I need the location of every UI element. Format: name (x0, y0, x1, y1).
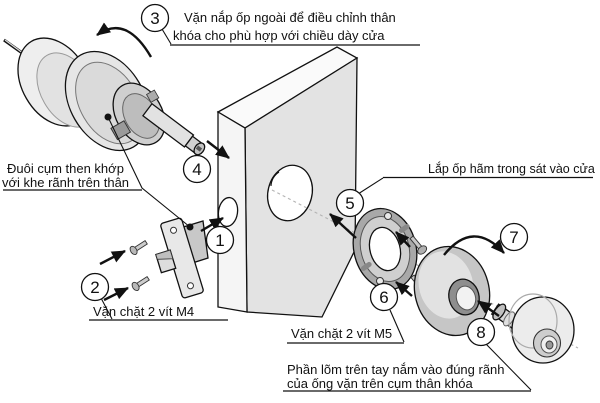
leader-latch-tail (3, 113, 194, 231)
lock-body-tab (145, 89, 160, 103)
screw-m5-top (409, 235, 428, 255)
step-badge-7: 7 (499, 222, 529, 252)
arrow-screw-m5-bottom (395, 281, 413, 297)
leader-step2 (89, 297, 228, 321)
spindle-shaft (142, 102, 206, 156)
retainer-screw-hole-top (384, 212, 392, 220)
inner-knob-band (508, 293, 558, 349)
step-badge-4: 4 (182, 154, 212, 184)
step6-label: Vặn chặt 2 vít M5 (291, 326, 392, 341)
step-badge-5: 5 (335, 188, 365, 218)
step-badge-6: 6 (369, 282, 399, 312)
step3-label-line2: khóa cho phù hợp với chiều dày cửa (173, 28, 385, 43)
step-badge-7-number: 7 (509, 228, 518, 247)
rotation-arrow-inner-icon (443, 235, 505, 256)
faceplate-screw-hole-bottom (186, 282, 194, 290)
step-badge-2: 2 (80, 272, 110, 302)
retainer-slot-right (398, 223, 410, 233)
cross-bore-hole (266, 164, 314, 222)
step-badge-8: 8 (466, 317, 496, 347)
step-badge-3: 3 (140, 3, 170, 33)
leader-step8 (283, 343, 532, 392)
inner-retainer-plate (352, 207, 418, 291)
step2-label: Vặn chặt 2 vít M4 (93, 304, 194, 319)
leader-step3 (161, 28, 420, 46)
latch-tail-note-line2: với khe rãnh trên thân (2, 175, 129, 190)
step3-label-line1: Vặn nắp ốp ngoài để điều chỉnh thân (184, 10, 396, 25)
arrow-screw-m4-top (99, 249, 126, 266)
arrow-insert-latch (200, 216, 224, 233)
inner-knob (490, 293, 575, 364)
step-badge-5-number: 5 (345, 194, 354, 213)
inner-knob-pinhole (545, 340, 554, 350)
step5-label: Lắp ốp hãm trong sát vào cửa (428, 161, 595, 176)
rotation-arrow-outer-icon (96, 22, 153, 58)
screw-m4-top (129, 239, 148, 256)
arrow-attach-knob (477, 300, 500, 317)
cross-bore-notch (270, 171, 280, 187)
latch-tail-note-line1: Đuôi cụm then khớp (7, 161, 124, 176)
door-panel (216, 46, 359, 318)
step-badge-8-number: 8 (476, 323, 485, 342)
step-badge-1-number: 1 (215, 231, 224, 250)
inner-rose-cover (413, 245, 491, 337)
arrow-mount-retainer (329, 213, 357, 239)
arrow-screw-m4-bottom (103, 286, 129, 302)
retainer-slot-left (360, 261, 372, 271)
faceplate-screw-hole-top (170, 226, 178, 234)
arrow-insert-spindle (206, 140, 230, 159)
step-badge-1: 1 (205, 225, 235, 255)
leader-step5 (357, 176, 593, 195)
outer-knob-assembly (3, 37, 206, 156)
step-badge-4-number: 4 (192, 160, 201, 179)
step-badge-6-number: 6 (379, 288, 388, 307)
leader-step6 (287, 309, 405, 344)
inner-knob-stem (490, 303, 520, 329)
step-badge-2-number: 2 (90, 278, 99, 297)
latch-assembly (129, 217, 209, 299)
step8-label-line2: của ống vặn trên cụm thân khóa (287, 376, 474, 391)
screw-m4-bottom (131, 275, 150, 292)
step-badge-3-number: 3 (150, 9, 159, 28)
latch-bolt-bevel (155, 249, 174, 260)
step8-label-line1: Phần lõm trên tay nắm vào đúng rãnh (287, 362, 505, 377)
lock-body-slot (110, 120, 132, 141)
arrow-screw-m5-top (395, 231, 411, 248)
rose-cover-hole (455, 285, 477, 311)
